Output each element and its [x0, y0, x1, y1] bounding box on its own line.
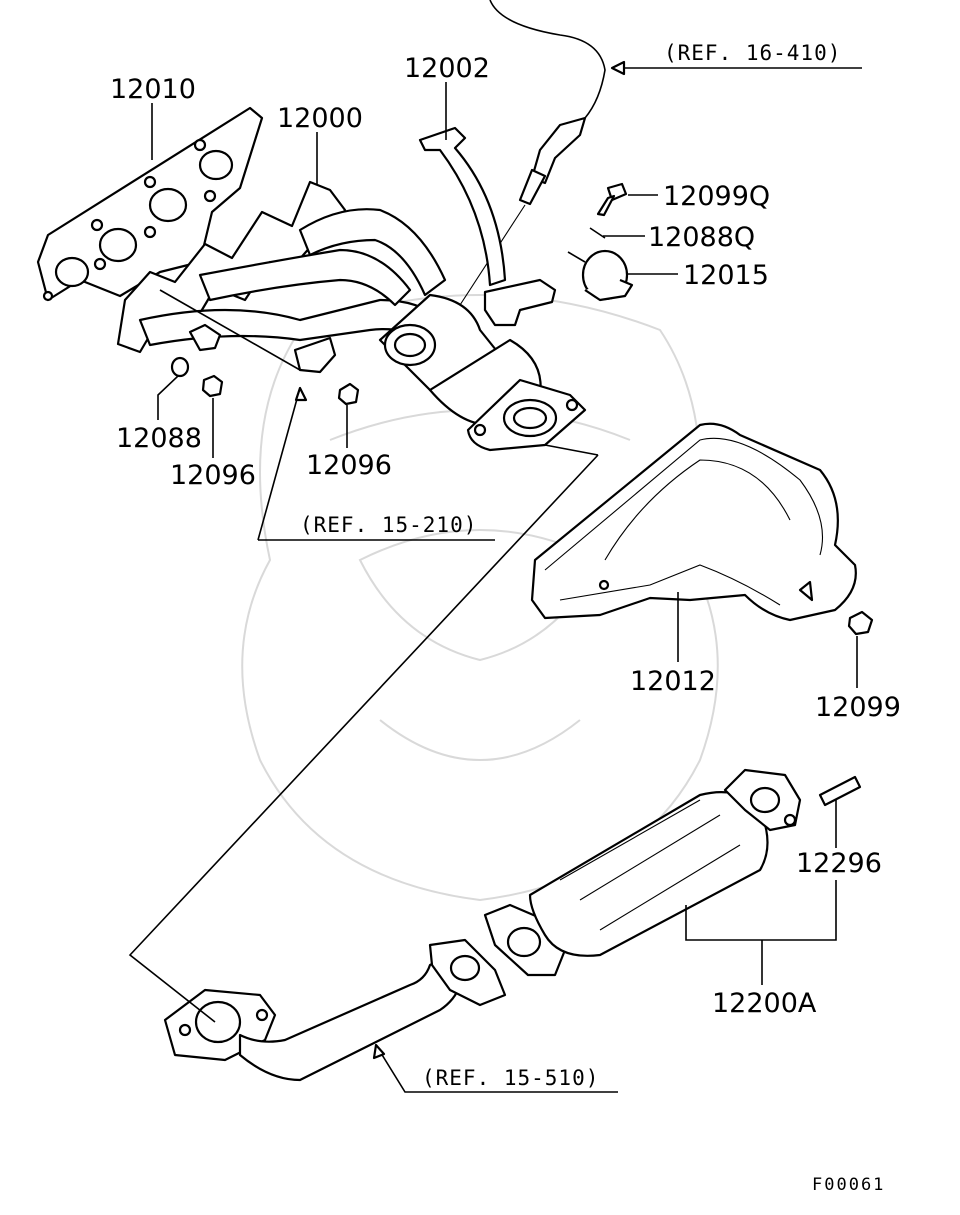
label-12096-a: 12096 [170, 460, 256, 491]
stud-12296 [818, 775, 862, 807]
front-exhaust-pipe [163, 938, 507, 1082]
clamp-12015 [567, 249, 634, 302]
nut-12088 [170, 356, 190, 378]
ref-15-510[interactable]: (REF. 15-510) [422, 1066, 599, 1090]
figure-code: F00061 [812, 1175, 885, 1195]
bolt-12099 [847, 610, 874, 636]
heat-shield [530, 422, 857, 622]
leader-lines [128, 60, 862, 1093]
label-12088q: 12088Q [648, 222, 755, 253]
label-12000: 12000 [277, 103, 363, 134]
sensor-bracket [418, 126, 557, 327]
ref-15-210[interactable]: (REF. 15-210) [300, 513, 477, 537]
nut-12096-a [201, 374, 224, 398]
label-12096-b: 12096 [306, 450, 392, 481]
label-12088: 12088 [116, 423, 202, 454]
label-12015: 12015 [683, 260, 769, 291]
label-12002: 12002 [404, 53, 490, 84]
pin-12088q [589, 227, 606, 239]
exhaust-manifold [116, 180, 587, 452]
part-labels: 12010 12000 12002 12099Q 12088Q 12015 12… [110, 41, 901, 1195]
label-12296: 12296 [796, 848, 882, 879]
label-12012: 12012 [630, 666, 716, 697]
nut-12096-b [337, 382, 360, 406]
label-12099q: 12099Q [663, 181, 770, 212]
catalytic-converter [483, 768, 802, 977]
exhaust-manifold-gasket [36, 106, 264, 302]
label-12010: 12010 [110, 74, 196, 105]
label-12099: 12099 [815, 692, 901, 723]
ref-16-410[interactable]: (REF. 16-410) [664, 41, 841, 65]
oxygen-sensor [459, 0, 606, 306]
label-12200a: 12200A [712, 988, 817, 1019]
bolt-12099q [596, 182, 628, 217]
